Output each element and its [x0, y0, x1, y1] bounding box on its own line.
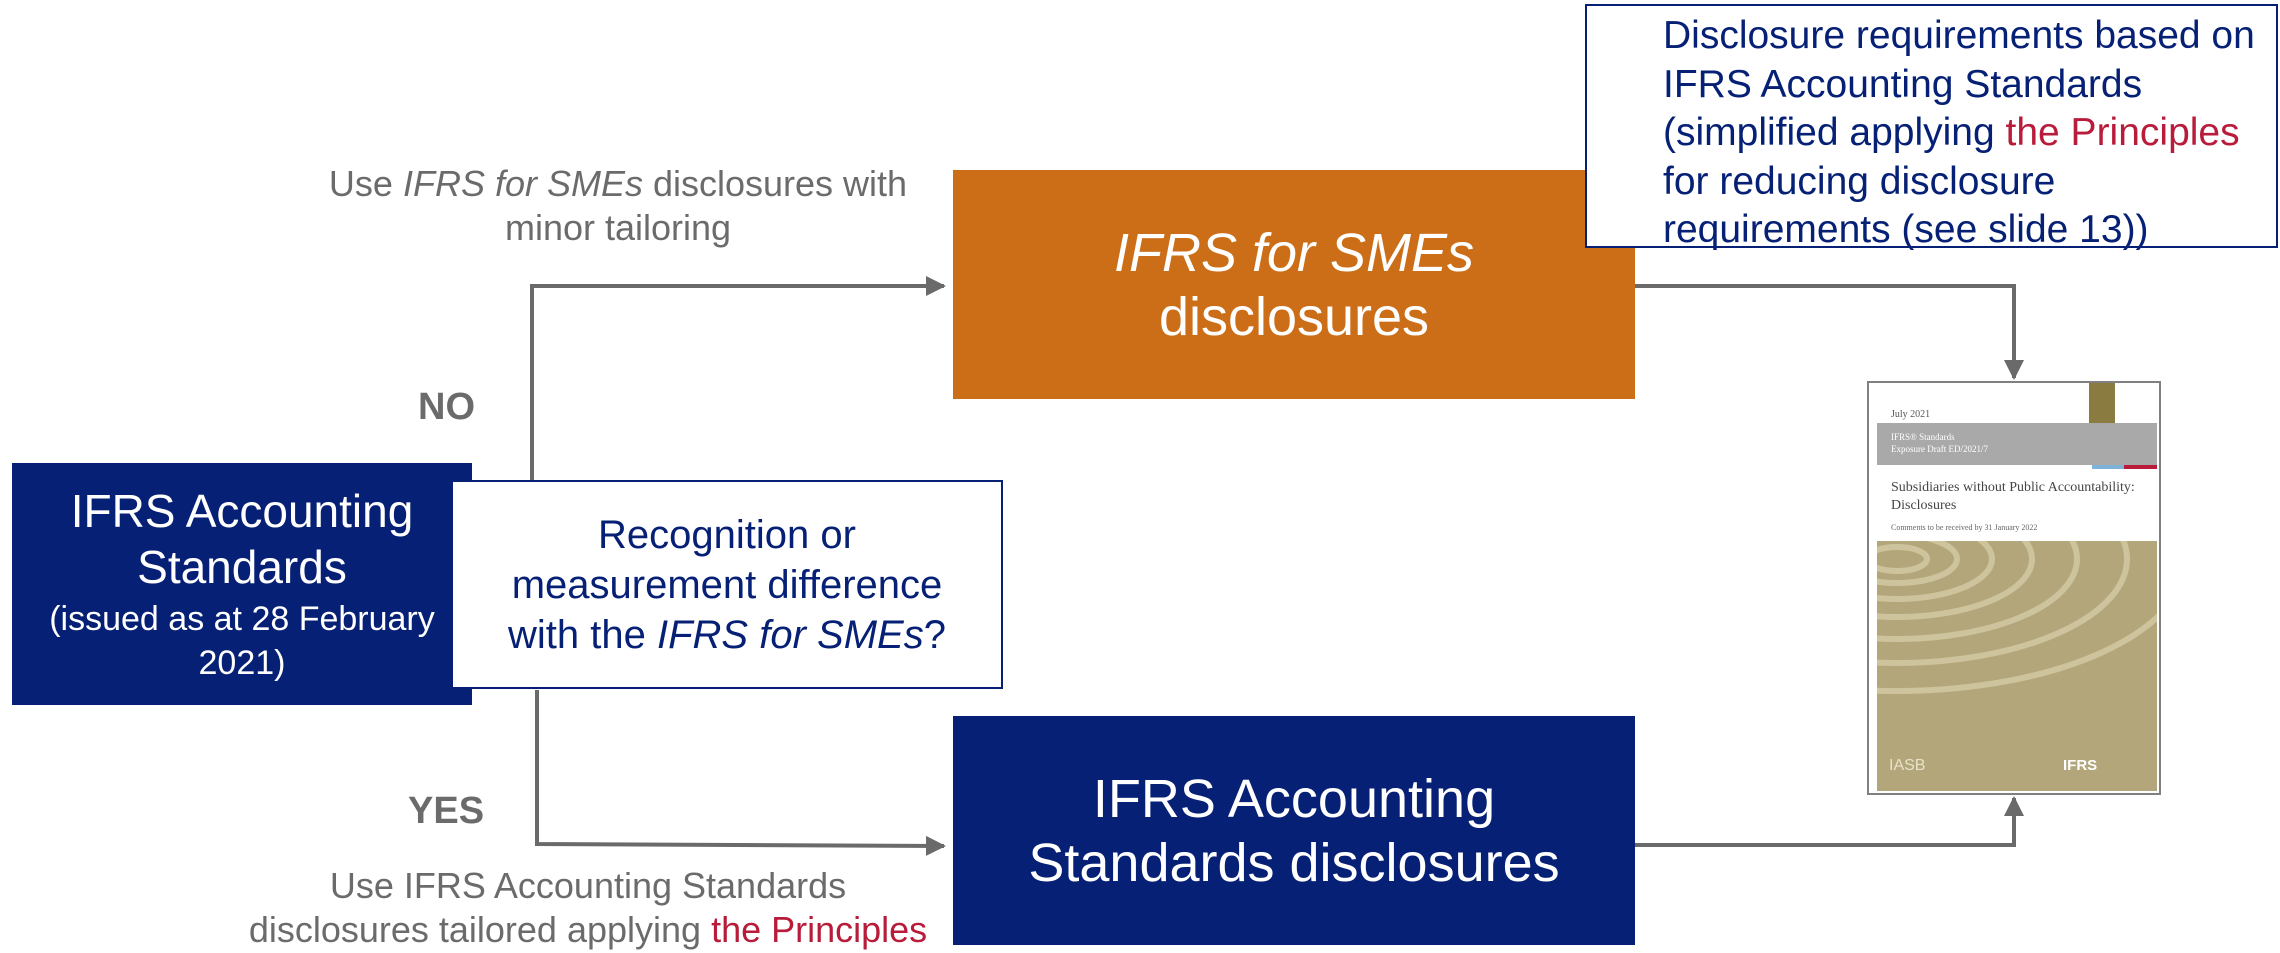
- ifrs-standards-box: IFRS Accounting Standards (issued as at …: [12, 463, 472, 705]
- cover-band: [1877, 423, 2157, 465]
- question-line1: Recognition or: [598, 512, 856, 557]
- top-note: Use IFRS for SMEs disclosures with minor…: [328, 163, 908, 248]
- question-line2: measurement difference: [511, 562, 943, 607]
- sme-box-line2: disclosures: [1158, 286, 1430, 347]
- standards-subtitle: (issued as at 28 February 2021): [49, 600, 435, 682]
- cover-date: July 2021: [1891, 409, 1931, 420]
- arrow-yes-to-ifrs: [535, 690, 946, 856]
- sme-disclosures-box: IFRS for SMEs disclosures: [953, 170, 1635, 399]
- sme-box-line1: IFRS for SMEs: [1113, 222, 1475, 283]
- cover-artwork: [1877, 541, 2157, 791]
- arrow-sme-to-cover: [1635, 284, 2024, 380]
- arrow-no-to-sme: [530, 276, 946, 480]
- label-no: NO: [418, 386, 475, 428]
- standards-title: IFRS Accounting Standards: [70, 485, 414, 593]
- arrow-ifrs-to-cover: [1635, 796, 2024, 847]
- bottom-note-line1: Use IFRS Accounting Standards: [329, 865, 847, 906]
- bottom-note-line2: disclosures tailored applying the Princi…: [248, 909, 928, 950]
- callout-box: Disclosure requirements based on IFRS Ac…: [1585, 4, 2278, 251]
- label-yes: YES: [408, 790, 485, 832]
- ifrs-disclosures-box: IFRS Accounting Standards disclosures: [953, 716, 1635, 945]
- question-line3: with the IFRS for SMEs?: [508, 612, 946, 657]
- cover-stripes: [2059, 465, 2158, 469]
- cover-iasb: IASB: [1889, 757, 1926, 774]
- bottom-note: Use IFRS Accounting Standards disclosure…: [215, 864, 961, 952]
- ifrs-disc-line2: Standards disclosures: [1028, 832, 1560, 893]
- cover-title: Subsidiaries without Public Accountabili…: [1891, 480, 2135, 513]
- cover-ifrs-logo: IFRS: [2063, 757, 2098, 774]
- ifrs-disc-line1: IFRS Accounting: [1092, 768, 1496, 829]
- cover-comments: Comments to be received by 31 January 20…: [1891, 523, 2038, 532]
- question-box: Recognition or measurement difference wi…: [451, 480, 1003, 689]
